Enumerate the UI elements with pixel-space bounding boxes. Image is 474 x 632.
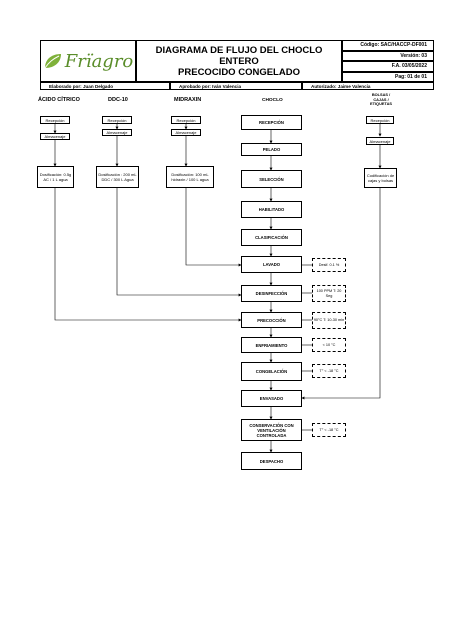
- note-lavado: Desif. 0.1 %: [312, 258, 346, 272]
- process-seleccion: SELECCIÓN: [241, 170, 302, 188]
- approved-by: Aprobado por: Iván Valencia: [170, 82, 302, 90]
- process-congelacion: CONGELACIÓN: [241, 362, 302, 381]
- note-precoccion: 90°C T: 10-30 min: [312, 312, 346, 329]
- process-envasado: ENVASADO: [241, 390, 302, 407]
- note-enfriamiento: < 10 °C: [312, 338, 346, 352]
- logo-text: Frïagro: [64, 50, 134, 72]
- ddc-recepcion: Recepción: [102, 116, 132, 124]
- ddc-dosificacion: Dosificación : 200 mL DDC / 300 L Agua: [96, 166, 139, 188]
- column-choclo: CHOCLO: [262, 98, 283, 103]
- process-desinfeccion: DESINFECCIÓN: [241, 285, 302, 302]
- document-page: Pag: 01 de 01: [342, 71, 434, 82]
- document-code: Código: SAC/HACCP-DF001: [342, 40, 434, 51]
- midraxin-dosificacion: Dosificación: 100 mL hidraxin / 100 L ag…: [166, 166, 214, 188]
- leaf-icon: [44, 54, 61, 69]
- title-line-2: PRECOCIDO CONGELADO: [178, 66, 300, 78]
- note-conservacion: T° < -18 °C: [312, 423, 346, 437]
- process-lavado: LAVADO: [241, 256, 302, 273]
- title-line-1: DIAGRAMA DE FLUJO DEL CHOCLO ENTERO: [155, 44, 323, 67]
- note-congelacion: T° < -18 °C: [312, 364, 346, 378]
- prepared-by: Elaborado por: Juan Delgado: [40, 82, 170, 90]
- column-acido-citrico: ÁCIDO CÍTRICO: [38, 97, 80, 103]
- acido-dosificacion: Dosificación: 0.5g AC / 1 L agua: [37, 166, 74, 188]
- process-pelado: PELADO: [241, 143, 302, 156]
- company-logo: Frïagro: [40, 40, 136, 82]
- column-ddc10: DDC-10: [108, 97, 128, 103]
- authorized-by: Autorizado: Jaime Valencia: [302, 82, 434, 90]
- acido-almacenaje: Almacenaje: [40, 133, 70, 140]
- process-enfriamiento: ENFRIAMIENTO: [241, 337, 302, 353]
- midraxin-almacenaje: Almacenaje: [171, 129, 201, 136]
- process-despacho: DESPACHO: [241, 452, 302, 470]
- process-recepcion: RECEPCIÓN: [241, 115, 302, 130]
- document-version: Versión: 03: [342, 50, 434, 61]
- document-date: F.A. 03/05/2022: [342, 61, 434, 72]
- midraxin-recepcion: Recepción: [171, 116, 201, 124]
- process-precoccion: PRECOCCIÓN: [241, 312, 302, 328]
- column-bolsas: BOLSAS / CAJAS / ETIQUETAS: [370, 92, 392, 107]
- process-clasificacion: CLASIFICACIÓN: [241, 229, 302, 246]
- bolsas-almacenaje: Almacenaje: [366, 137, 394, 145]
- note-desinfeccion: 100 PPM T: 20 Seg: [312, 285, 346, 302]
- ddc-almacenaje: Almacenaje: [102, 129, 132, 136]
- process-conservacion: CONSERVACIÓN CON VENTILACIÓN CONTROLADA: [241, 419, 302, 441]
- document-title: DIAGRAMA DE FLUJO DEL CHOCLO ENTERO PREC…: [136, 40, 342, 82]
- bolsas-recepcion: Recepción: [366, 116, 394, 124]
- bolsas-codificacion: Codificación de cajas y bolsas: [364, 168, 397, 188]
- process-habilitado: HABILITADO: [241, 201, 302, 218]
- column-midraxin: MIDRAXIN: [174, 97, 202, 103]
- acido-recepcion: Recepción: [40, 116, 70, 124]
